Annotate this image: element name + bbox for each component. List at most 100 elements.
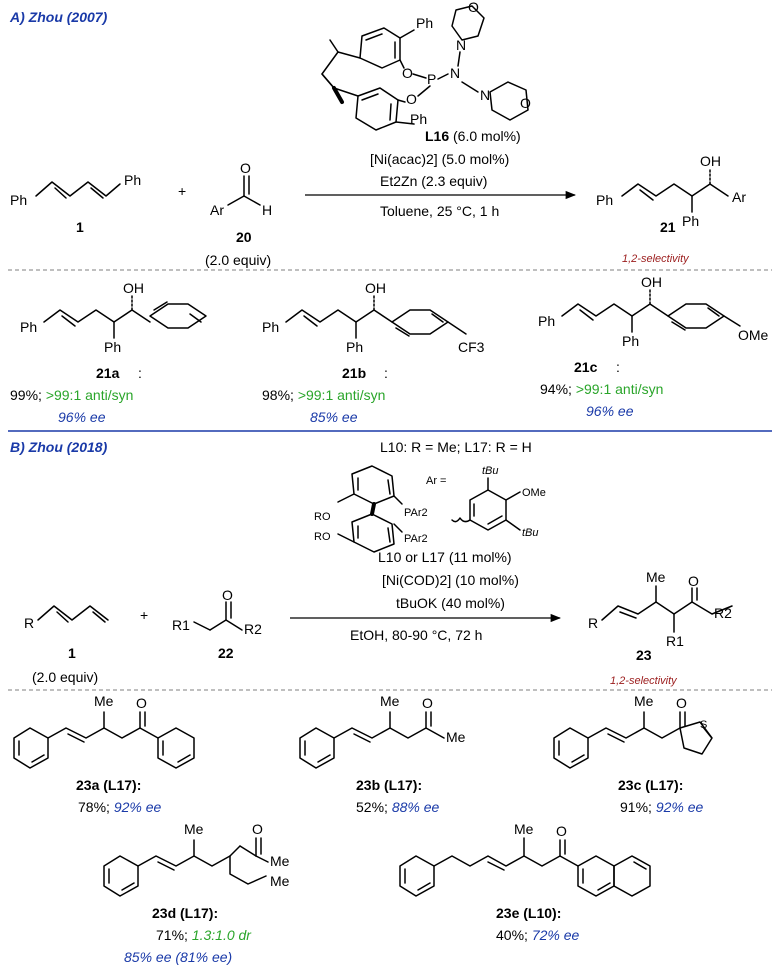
l16-ph-bottom: Ph (410, 111, 427, 127)
svg-text:Ar: Ar (210, 202, 224, 218)
svg-text:Me: Me (446, 729, 466, 745)
23e-results: 40%; 72% ee (496, 927, 580, 943)
l16-ph-top: Ph (416, 15, 433, 31)
svg-text:S: S (700, 719, 707, 731)
23c-label: 23c (L17): (618, 777, 683, 793)
svg-text:RO: RO (314, 531, 331, 543)
svg-text:Ph: Ph (682, 213, 699, 229)
23b-label: 23b (L17): (356, 777, 422, 793)
svg-text:OH: OH (641, 274, 662, 290)
21b-results: 98%; >99:1 anti/syn (262, 387, 385, 403)
svg-text:H: H (262, 202, 272, 218)
svg-text:OH: OH (123, 280, 144, 296)
21a-ee: 96% ee (58, 409, 106, 425)
21c-label: 21c (574, 359, 598, 375)
reactant-1b-label: 1 (68, 645, 76, 661)
l16-o-bottom: O (406, 91, 417, 107)
svg-text:PAr2: PAr2 (404, 533, 428, 545)
svg-text:R1: R1 (172, 617, 190, 633)
svg-text:R: R (588, 615, 598, 631)
section-a-selectivity: 1,2-selectivity (622, 253, 690, 265)
svg-text:Me: Me (380, 693, 400, 709)
svg-text:tBu: tBu (522, 527, 539, 539)
svg-text:O: O (136, 695, 147, 711)
section-a-product-21: Ph Ph OH Ar 21 1,2-selectivity (596, 153, 746, 265)
ligand-definition: L10: R = Me; L17: R = H (380, 439, 532, 455)
svg-text::: : (616, 359, 620, 375)
svg-text:Ph: Ph (124, 172, 141, 188)
svg-text:O: O (422, 695, 433, 711)
23a-results: 78%; 92% ee (78, 799, 162, 815)
svg-text:Ph: Ph (104, 339, 121, 355)
svg-text:Ph: Ph (596, 192, 613, 208)
product-23c: Me O S 23c (L17): 91%; 92% ee (553, 693, 713, 815)
svg-text:R1: R1 (666, 633, 684, 649)
section-a-heading: A) Zhou (2007) (9, 9, 108, 25)
plus-sign-a: + (178, 183, 186, 199)
svg-text::: : (384, 365, 388, 381)
svg-text:OH: OH (700, 153, 721, 169)
21b-label: 21b (342, 365, 366, 381)
product-23e: Me O 23e (L10): 40%; 72% ee (399, 821, 651, 943)
section-a-reactant-1: Ph Ph 1 (10, 172, 141, 235)
svg-text:O: O (688, 573, 699, 589)
plus-sign-b: + (140, 607, 148, 623)
l16-n-upper: N (456, 37, 466, 53)
21c-results: 94%; >99:1 anti/syn (540, 381, 663, 397)
section-b-reactant-1: R 1 (2.0 equiv) (24, 605, 109, 685)
svg-text::: : (138, 365, 142, 381)
reactant-22-label: 22 (218, 645, 234, 661)
svg-text:Ph: Ph (20, 319, 37, 335)
svg-text:Ph: Ph (262, 319, 279, 335)
reactant-20-label: 20 (236, 229, 252, 245)
svg-text:R: R (24, 615, 34, 631)
section-b-base: tBuOK (40 mol%) (396, 595, 505, 611)
ligand-l16-label: L16 (425, 128, 449, 144)
svg-text:PAr2: PAr2 (404, 507, 428, 519)
svg-text:O: O (252, 821, 263, 837)
section-a-solvent: Toluene, 25 °C, 1 h (380, 203, 499, 219)
svg-text:OMe: OMe (522, 487, 546, 499)
svg-text:O: O (556, 823, 567, 839)
section-a-catalyst: [Ni(acac)2] (5.0 mol%) (370, 151, 509, 167)
section-a-ligand-loading: L16 (6.0 mol%) (425, 128, 521, 144)
21c-ee: 96% ee (586, 403, 634, 419)
23b-results: 52%; 88% ee (356, 799, 440, 815)
23c-results: 91%; 92% ee (620, 799, 704, 815)
l16-n-center: N (450, 65, 460, 81)
21a-results: 99%; >99:1 anti/syn (10, 387, 133, 403)
svg-text:Ar: Ar (732, 189, 746, 205)
section-b-ligand: L10 or L17 (11 mol%) (378, 549, 512, 565)
section-b-catalyst: [Ni(COD)2] (10 mol%) (382, 572, 519, 588)
product-23-label: 23 (636, 647, 652, 663)
section-b-reactant-22: R1 O R2 22 (172, 587, 262, 661)
23d-ee: 85% ee (81% ee) (124, 949, 232, 965)
21a-label: 21a (96, 365, 120, 381)
svg-text:Me: Me (270, 873, 290, 889)
23d-label: 23d (L17): (152, 905, 218, 921)
reactant-1-label: 1 (76, 219, 84, 235)
product-23d: Me O Me Me 23d (L17): 71%; 1.3:1.0 dr 85… (103, 821, 290, 965)
product-21-label: 21 (660, 219, 676, 235)
svg-text:Me: Me (270, 853, 290, 869)
section-b-solvent: EtOH, 80-90 °C, 72 h (350, 627, 482, 643)
svg-text:Ph: Ph (346, 339, 363, 355)
svg-text:OMe: OMe (738, 327, 769, 343)
section-b-selectivity: 1,2-selectivity (610, 675, 678, 687)
svg-text:R2: R2 (714, 605, 732, 621)
svg-text:Me: Me (634, 693, 654, 709)
biaryl-ligand-structure: RO RO PAr2 PAr2 (314, 465, 428, 553)
ar-group-definition: Ar = tBu OMe tBu (426, 465, 546, 539)
ligand-l16-structure: Ph Ph O P O N N O N O (321, 0, 531, 131)
l16-o-morph-upper: O (468, 0, 479, 15)
l16-n-lower: N (480, 87, 490, 103)
reactant-20-equiv: (2.0 equiv) (205, 252, 271, 268)
svg-text:OH: OH (365, 280, 386, 296)
product-21a: Ph Ph OH 21a : 99%; >99:1 anti/syn 96% e… (10, 280, 207, 425)
svg-text:Ph: Ph (622, 333, 639, 349)
product-23b: Me O Me 23b (L17): 52%; 88% ee (299, 693, 466, 815)
section-a-reactant-20: Ar O H 20 (2.0 equiv) (205, 160, 272, 268)
svg-text:O: O (240, 160, 251, 176)
svg-text:RO: RO (314, 511, 331, 523)
